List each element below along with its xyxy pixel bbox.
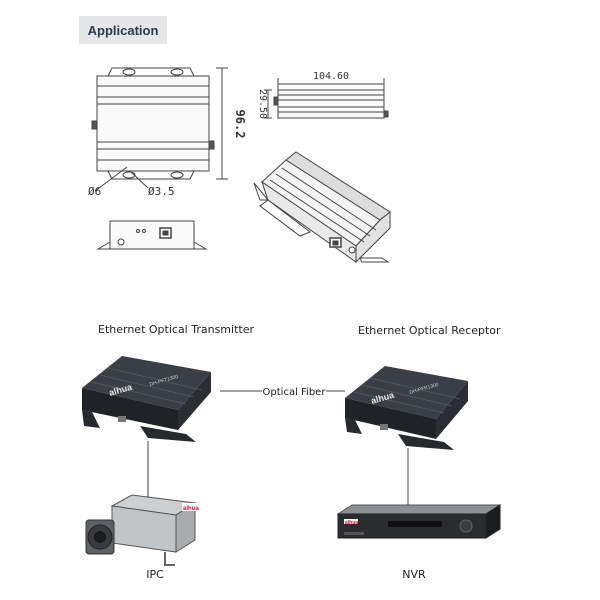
svg-text:alhua: alhua: [345, 520, 358, 526]
receiver-label: Ethernet Optical Receptor: [358, 324, 501, 337]
dimension-height: 96.2: [233, 110, 247, 139]
connections: [147, 390, 409, 505]
transmitter-device: alhua DH-PFT1300: [82, 356, 211, 442]
front-view-drawing: [96, 220, 208, 250]
svg-text:alhua: alhua: [183, 506, 199, 512]
nvr-label: NVR: [402, 568, 426, 581]
dimension-length: 104.60: [313, 71, 349, 82]
dimension-thickness: 29.50: [257, 89, 268, 119]
isometric-view-drawing: [253, 151, 391, 264]
dimension-hole-large: Ø6: [88, 185, 101, 198]
section-tag: Application: [79, 16, 167, 44]
nvr-recorder: alhua: [336, 504, 502, 539]
side-view-drawing: [264, 78, 389, 119]
receiver-device: alhua DH-PFR1300: [345, 366, 468, 450]
ipc-label: IPC: [146, 568, 164, 581]
ipc-camera: alhua: [85, 494, 199, 566]
dimension-hole-small: Ø3.5: [148, 185, 175, 198]
optical-fiber-label: Optical Fiber: [263, 387, 327, 398]
transmitter-label: Ethernet Optical Transmitter: [98, 323, 254, 336]
top-view-drawing: [91, 67, 228, 192]
